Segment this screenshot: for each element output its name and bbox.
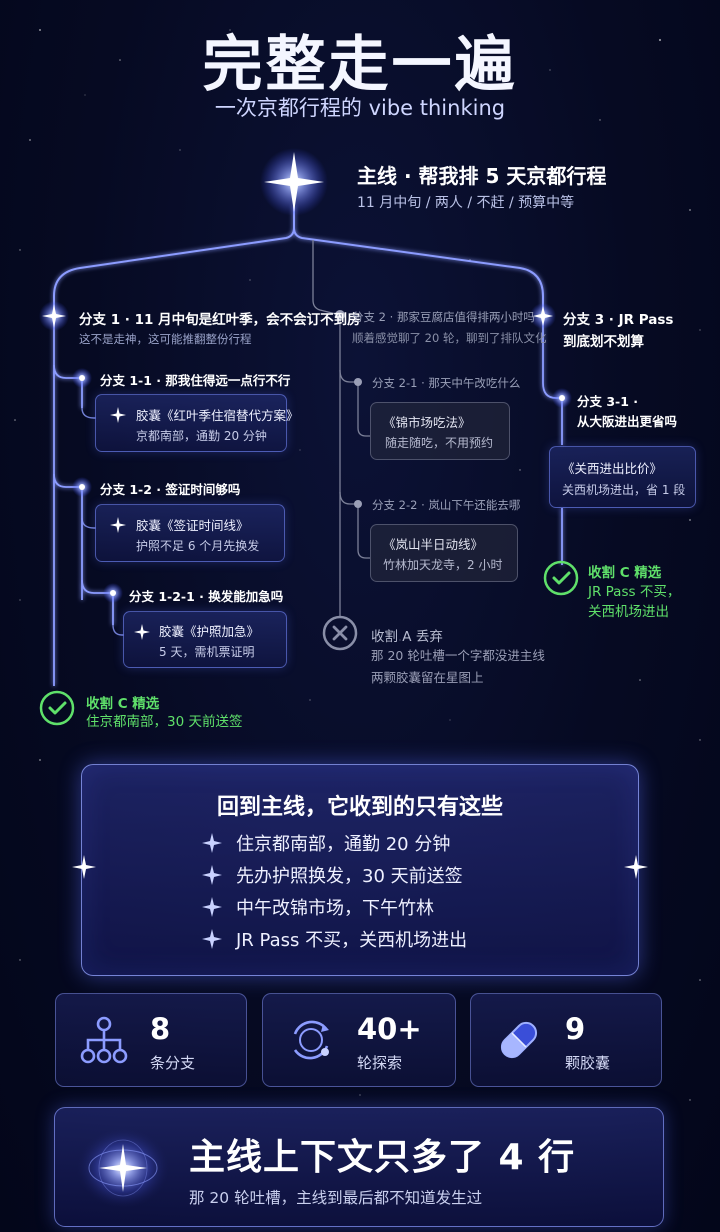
capsule-card-1-2-1[interactable]: 胶囊《护照加急》 5 天，需机票证明	[123, 611, 287, 668]
sparkle-icon	[202, 929, 222, 949]
summary-item-text: 先办护照换发，30 天前送签	[236, 866, 463, 887]
branch3-title-line1: 分支 3 · JR Pass	[563, 312, 674, 328]
discard-x-icon	[322, 615, 358, 651]
sparkle-icon	[624, 855, 648, 879]
harvest-check-icon	[39, 690, 75, 726]
branch1-2-title: 分支 1-2 · 签证时间够吗	[100, 482, 241, 497]
branch1-harvest-title: 收割 C 精选	[86, 696, 160, 712]
branch3-harvest-sub2: 关西机场进出	[588, 604, 669, 620]
branch2-sub: 顺着感觉聊了 20 轮，聊到了排队文化	[352, 331, 547, 345]
capsule-detail: 关西机场进出，省 1 段	[562, 483, 686, 497]
mainline-title: 主线 · 帮我排 5 天京都行程	[357, 164, 607, 188]
stat-number: 8	[150, 1012, 171, 1046]
sparkle-icon	[202, 897, 222, 917]
capsule-detail: 5 天，需机票证明	[159, 645, 255, 659]
page-title: 完整走一遍	[202, 30, 518, 100]
capsule-title: 《锦市场吃法》	[383, 415, 471, 430]
summary-item-text: 住京都南部，通勤 20 分钟	[236, 834, 451, 855]
sparkle-icon	[110, 517, 126, 533]
summary-item-text: 中午改锦市场，下午竹林	[236, 898, 434, 919]
main-star	[260, 148, 328, 216]
summary-item: 先办护照换发，30 天前送签	[202, 861, 463, 889]
capsule-card-2-2[interactable]: 《岚山半日动线》 竹林加天龙寺，2 小时	[370, 524, 518, 582]
bottom-title: 主线上下文只多了 4 行	[189, 1137, 576, 1178]
sparkle-icon	[134, 624, 150, 640]
branch2-discard-sub2: 两颗胶囊留在星图上	[371, 670, 484, 685]
stat-label: 条分支	[150, 1054, 196, 1072]
branch1-1-title: 分支 1-1 · 那我住得远一点行不行	[100, 373, 291, 388]
sparkle-icon	[202, 833, 222, 853]
branch1-title: 分支 1 · 11 月中旬是红叶季，会不会订不到房	[79, 312, 361, 328]
branch3-harvest-title: 收割 C 精选	[588, 565, 662, 581]
branch-tree-lines	[39, 148, 579, 726]
capsule-title: 胶囊《签证时间线》	[136, 518, 249, 533]
branch3-title-line2: 到底划不划算	[563, 334, 644, 350]
capsule-detail: 护照不足 6 个月先换发	[136, 539, 260, 553]
sparkle-icon	[72, 855, 96, 879]
main-trunk	[53, 205, 544, 318]
harvest-check-icon-b3	[543, 560, 579, 596]
summary-item-text: JR Pass 不买，关西机场进出	[236, 930, 468, 951]
bottom-sub: 那 20 轮吐槽，主线到最后都不知道发生过	[189, 1189, 483, 1207]
stat-label: 颗胶囊	[565, 1054, 611, 1072]
capsule-title: 胶囊《红叶季住宿替代方案》	[136, 408, 299, 423]
page-subtitle: 一次京都行程的 vibe thinking	[214, 96, 506, 120]
sparkle-icon	[202, 865, 222, 885]
stat-label: 轮探索	[357, 1054, 403, 1072]
branch2-discard-title: 收割 A 丢弃	[371, 629, 443, 645]
capsule-icon	[500, 1021, 538, 1059]
capsule-card-3-1[interactable]: 《关西进出比价》 关西机场进出，省 1 段	[549, 446, 696, 508]
branch3-harvest-sub1: JR Pass 不买，	[588, 584, 681, 600]
branch2-discard-sub1: 那 20 轮吐槽一个字都没进主线	[371, 648, 545, 663]
summary-item: JR Pass 不买，关西机场进出	[202, 925, 467, 953]
capsule-detail: 竹林加天龙寺，2 小时	[383, 558, 503, 572]
branch1-2-1-title: 分支 1-2-1 · 换发能加急吗	[129, 589, 284, 604]
branch2-2-title: 分支 2-2 · 岚山下午还能去哪	[372, 498, 521, 512]
stat-card-branches: 8 条分支	[55, 993, 247, 1087]
sparkle-icon	[110, 407, 126, 423]
capsule-title: 《关西进出比价》	[562, 461, 663, 476]
branch2-1-title: 分支 2-1 · 那天中午改吃什么	[372, 376, 521, 390]
branch1-sub: 这不是走神，这可能推翻整份行程	[79, 332, 252, 346]
capsule-title: 胶囊《护照加急》	[159, 624, 260, 639]
capsule-card-1-1[interactable]: 胶囊《红叶季住宿替代方案》 京都南部，通勤 20 分钟	[95, 394, 299, 452]
mainline-summary-panel: 回到主线，它收到的只有这些 住京都南部，通勤 20 分钟 先办护照换发，30 天…	[72, 764, 648, 976]
summary-item: 住京都南部，通勤 20 分钟	[202, 829, 450, 857]
capsule-card-1-2[interactable]: 胶囊《签证时间线》 护照不足 6 个月先换发	[95, 504, 285, 562]
capsule-detail: 京都南部，通勤 20 分钟	[136, 429, 267, 443]
cycle-icon	[293, 1020, 329, 1060]
galaxy-star-icon	[77, 1128, 169, 1208]
summary-title: 回到主线，它收到的只有这些	[216, 795, 503, 820]
branch-icon	[80, 1016, 128, 1064]
summary-item: 中午改锦市场，下午竹林	[202, 893, 434, 921]
capsule-detail: 随走随吃，不用预约	[385, 436, 494, 450]
bottom-banner: 主线上下文只多了 4 行 那 20 轮吐槽，主线到最后都不知道发生过	[54, 1107, 664, 1227]
branch3-1-title-line2: 从大阪进出更省吗	[577, 414, 678, 429]
stat-number: 40+	[357, 1012, 422, 1046]
branch3-1-title-line1: 分支 3-1 ·	[577, 394, 639, 409]
mainline-sub: 11 月中旬 / 两人 / 不赶 / 预算中等	[357, 195, 575, 211]
gray-trunk-branch2	[312, 240, 341, 316]
stat-number: 9	[565, 1012, 586, 1046]
stat-card-capsules: 9 颗胶囊	[470, 993, 662, 1087]
capsule-title: 《岚山半日动线》	[383, 537, 484, 552]
stat-card-rounds: 40+ 轮探索	[262, 993, 456, 1087]
capsule-card-2-1[interactable]: 《锦市场吃法》 随走随吃，不用预约	[370, 402, 510, 460]
branch1-harvest-sub: 住京都南部，30 天前送签	[86, 714, 243, 730]
branch2-title: 分支 2 · 那家豆腐店值得排两小时吗	[352, 310, 535, 324]
